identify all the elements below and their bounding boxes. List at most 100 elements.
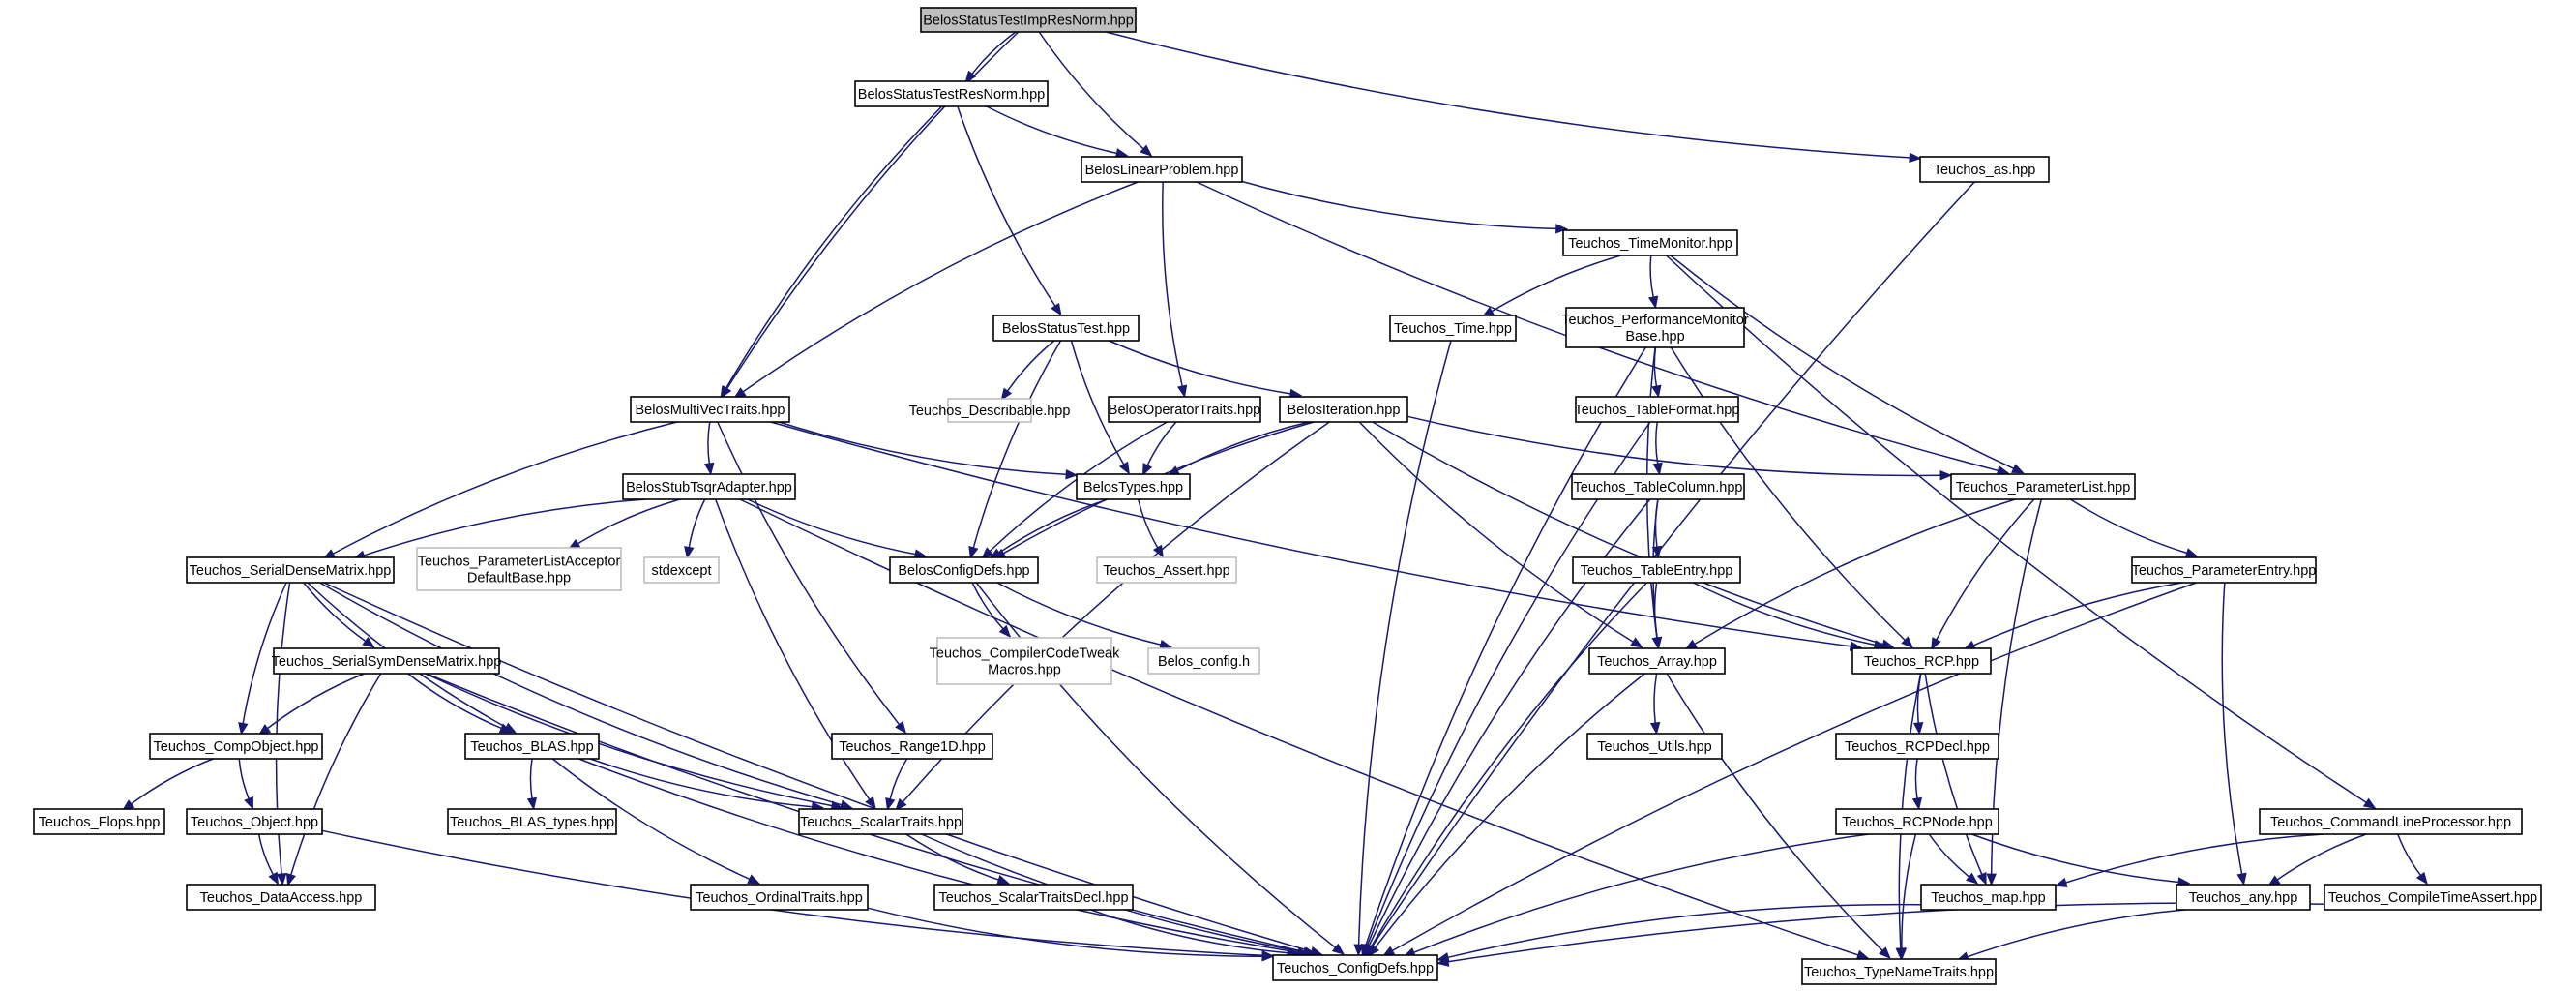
node-array[interactable]: Teuchos_Array.hpp	[1588, 647, 1726, 675]
arrowhead-rcp-to-map	[1976, 871, 1987, 886]
node-rcpdecl[interactable]: Teuchos_RCPDecl.hpp	[1835, 733, 1999, 760]
node-label-compobject: Teuchos_CompObject.hpp	[154, 739, 319, 755]
node-label-stdexcept: stdexcept	[651, 563, 711, 579]
node-tas[interactable]: Teuchos_as.hpp	[1919, 156, 2050, 183]
edge-cmdline-to-compiletime	[2397, 833, 2421, 876]
node-belostypes[interactable]: BelosTypes.hpp	[1076, 473, 1191, 500]
edge-paramentry-to-rcp	[1972, 582, 2182, 646]
edge-symdense-to-compobject	[267, 673, 365, 730]
node-rcp[interactable]: Teuchos_RCP.hpp	[1851, 647, 1992, 675]
node-statustest[interactable]: BelosStatusTest.hpp	[992, 315, 1140, 342]
node-linprob[interactable]: BelosLinearProblem.hpp	[1081, 156, 1243, 183]
node-scalartraitsdecl[interactable]: Teuchos_ScalarTraitsDecl.hpp	[933, 884, 1134, 911]
node-label-scalartraits: Teuchos_ScalarTraits.hpp	[800, 815, 962, 830]
arrowhead-rcpnode-to-typename	[1896, 947, 1908, 961]
edge-blas-to-tconfigdefs	[578, 758, 1299, 953]
node-blastypes[interactable]: Teuchos_BLAS_types.hpp	[447, 808, 617, 835]
edge-multivec-to-rcp	[770, 421, 1851, 647]
node-multivec[interactable]: BelosMultiVecTraits.hpp	[630, 396, 790, 423]
arrowhead-scalartraits-to-scalartraitsdecl	[996, 875, 1010, 885]
node-flops[interactable]: Teuchos_Flops.hpp	[33, 808, 165, 835]
node-resnorm[interactable]: BelosStatusTestResNorm.hpp	[854, 80, 1049, 107]
node-typename[interactable]: Teuchos_TypeNameTraits.hpp	[1801, 958, 1997, 985]
node-label-dataaccess: Teuchos_DataAccess.hpp	[200, 890, 363, 906]
node-dataaccess[interactable]: Teuchos_DataAccess.hpp	[186, 884, 376, 911]
node-paramentry[interactable]: Teuchos_ParameterEntry.hpp	[2131, 556, 2317, 584]
node-utils[interactable]: Teuchos_Utils.hpp	[1586, 733, 1723, 760]
node-stubtsqr[interactable]: BelosStubTsqrAdapter.hpp	[622, 473, 796, 500]
node-timemon[interactable]: Teuchos_TimeMonitor.hpp	[1562, 229, 1738, 256]
edge-root-to-linprob	[1038, 31, 1144, 150]
node-iteration[interactable]: BelosIteration.hpp	[1279, 396, 1408, 423]
node-scalartraits[interactable]: Teuchos_ScalarTraits.hpp	[798, 808, 963, 835]
node-compobject[interactable]: Teuchos_CompObject.hpp	[149, 733, 323, 760]
arrowhead-stubtsqr-to-scalartraits	[865, 796, 876, 810]
node-cmdline[interactable]: Teuchos_CommandLineProcessor.hpp	[2259, 808, 2523, 835]
node-label-range1d: Teuchos_Range1D.hpp	[839, 739, 986, 755]
node-any[interactable]: Teuchos_any.hpp	[2176, 884, 2311, 911]
node-box-tablecolumn	[1571, 473, 1745, 500]
arrowhead-resnorm-to-multivec	[720, 385, 731, 399]
edge-iteration-to-paramlist	[1406, 415, 1941, 477]
node-optraits[interactable]: BelosOperatorTraits.hpp	[1108, 396, 1261, 423]
edge-tableentry-to-tconfigdefs	[1370, 582, 1648, 947]
node-label-tableentry: Teuchos_TableEntry.hpp	[1581, 563, 1733, 579]
node-label-stubtsqr: BelosStubTsqrAdapter.hpp	[626, 480, 792, 496]
node-symdense[interactable]: Teuchos_SerialSymDenseMatrix.hpp	[272, 647, 502, 675]
edge-ordinaltraits-to-tconfigdefs	[867, 907, 1263, 957]
node-map[interactable]: Teuchos_map.hpp	[1920, 884, 2057, 911]
node-label-root: BelosStatusTestImpResNorm.hpp	[923, 14, 1134, 29]
node-tconfigdefs[interactable]: Teuchos_ConfigDefs.hpp	[1272, 954, 1438, 981]
node-label-paramentry: Teuchos_ParameterEntry.hpp	[2132, 563, 2317, 579]
edge-cmdline-to-any	[2276, 833, 2367, 881]
node-root[interactable]: BelosStatusTestImpResNorm.hpp	[920, 7, 1137, 33]
node-box-any	[2176, 884, 2311, 911]
node-box-perfmon	[1565, 307, 1745, 348]
node-box-flops	[33, 808, 165, 835]
arrowhead-rcp-to-rcpdecl	[1912, 722, 1924, 736]
node-ordinaltraits[interactable]: Teuchos_OrdinalTraits.hpp	[690, 884, 869, 911]
node-tablecolumn[interactable]: Teuchos_TableColumn.hpp	[1571, 473, 1745, 500]
node-box-scalartraits	[798, 808, 963, 835]
node-range1d[interactable]: Teuchos_Range1D.hpp	[831, 733, 993, 760]
edge-rcpdecl-to-rcpnode	[1914, 758, 1918, 799]
arrowhead-tablecolumn-to-tableentry	[1651, 545, 1663, 559]
arrowhead-stubtsqr-to-stdexcept	[684, 546, 695, 559]
node-time[interactable]: Teuchos_Time.hpp	[1389, 315, 1517, 342]
arrowhead-iteration-to-scalartraits	[895, 797, 907, 811]
node-box-object	[186, 808, 323, 835]
node-object[interactable]: Teuchos_Object.hpp	[186, 808, 323, 835]
node-serialdense[interactable]: Teuchos_SerialDenseMatrix.hpp	[186, 556, 395, 584]
node-box-rcp	[1851, 647, 1992, 675]
edge-stubtsqr-to-scalartraits	[714, 498, 871, 800]
node-tableformat[interactable]: Teuchos_TableFormat.hpp	[1575, 396, 1740, 423]
edge-optraits-to-belostypes	[1146, 421, 1177, 466]
arrowhead-statustest-to-belostypes	[1118, 461, 1130, 475]
arrowhead-symdense-to-blas	[498, 723, 513, 734]
node-label-blas: Teuchos_BLAS.hpp	[470, 739, 593, 755]
arrowhead-serialdense-to-compobject	[238, 722, 249, 736]
node-box-cmdline	[2259, 808, 2523, 835]
node-box-time	[1389, 315, 1517, 342]
arrowhead-configdefs-to-codetweak	[998, 624, 1012, 638]
node-box-tconfigdefs	[1272, 954, 1438, 981]
edge-blas-to-ordinaltraits	[551, 758, 751, 880]
edge-belostypes-to-assert	[1137, 498, 1159, 549]
node-box-paramlist	[1950, 473, 2136, 500]
node-rcpnode[interactable]: Teuchos_RCPNode.hpp	[1835, 808, 1999, 835]
node-box-scalartraitsdecl	[933, 884, 1134, 911]
node-configdefs[interactable]: BelosConfigDefs.hpp	[889, 556, 1039, 584]
node-box-describable	[947, 398, 1032, 423]
node-label-resnorm: BelosStatusTestResNorm.hpp	[858, 87, 1045, 103]
arrowhead-stubtsqr-to-typename	[1855, 949, 1870, 960]
node-paramlist[interactable]: Teuchos_ParameterList.hpp	[1950, 473, 2136, 500]
node-compiletime[interactable]: Teuchos_CompileTimeAssert.hpp	[2324, 884, 2542, 911]
node-label-scalartraitsdecl: Teuchos_ScalarTraitsDecl.hpp	[938, 890, 1128, 906]
node-box-belostypes	[1076, 473, 1191, 500]
node-tableentry[interactable]: Teuchos_TableEntry.hpp	[1572, 556, 1741, 584]
edge-serialdense-to-dataaccess	[275, 582, 291, 875]
node-box-rcpnode	[1835, 808, 1999, 835]
node-blas[interactable]: Teuchos_BLAS.hpp	[464, 733, 600, 760]
node-label-serialdense: Teuchos_SerialDenseMatrix.hpp	[190, 563, 392, 579]
